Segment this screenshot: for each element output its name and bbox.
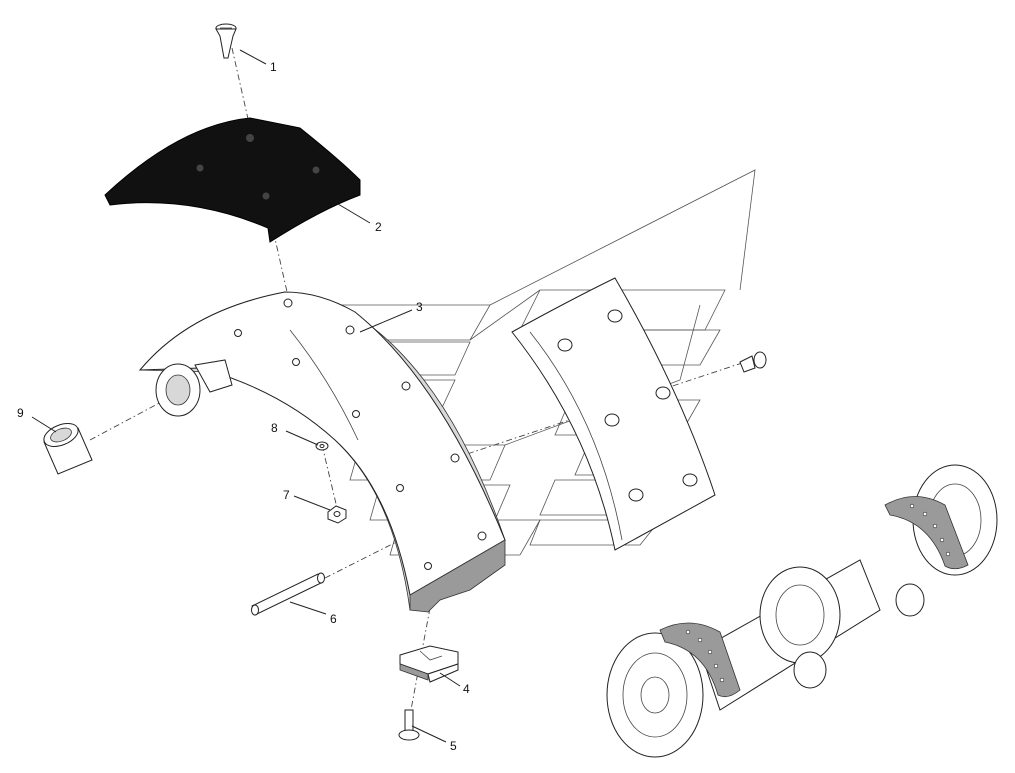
leader-lines bbox=[31, 49, 461, 743]
callout-1: 1 bbox=[270, 60, 277, 74]
part-3-brake-shoe[interactable] bbox=[138, 291, 506, 613]
right-countersunk-bolt bbox=[739, 351, 767, 373]
callout-9: 9 bbox=[17, 406, 24, 420]
callout-6: 6 bbox=[330, 612, 337, 626]
callout-2: 2 bbox=[375, 220, 382, 234]
part-6-pin[interactable] bbox=[251, 572, 325, 616]
lining-outline-right bbox=[511, 277, 716, 551]
part-2-brake-lining[interactable] bbox=[104, 117, 361, 243]
callout-5: 5 bbox=[450, 739, 457, 753]
callout-labels: 1 2 3 4 5 6 7 8 9 bbox=[17, 60, 470, 753]
callout-4: 4 bbox=[463, 682, 470, 696]
part-7-nut[interactable] bbox=[327, 505, 347, 524]
callout-7: 7 bbox=[283, 488, 290, 502]
part-8-washer[interactable] bbox=[315, 441, 329, 451]
part-4-clip[interactable] bbox=[399, 645, 459, 683]
callout-8: 8 bbox=[271, 421, 278, 435]
callout-3: 3 bbox=[416, 300, 423, 314]
axle-overview-thumbnail bbox=[606, 464, 998, 758]
part-1-countersunk-bolt[interactable] bbox=[215, 23, 237, 59]
part-5-bolt[interactable] bbox=[398, 709, 420, 741]
